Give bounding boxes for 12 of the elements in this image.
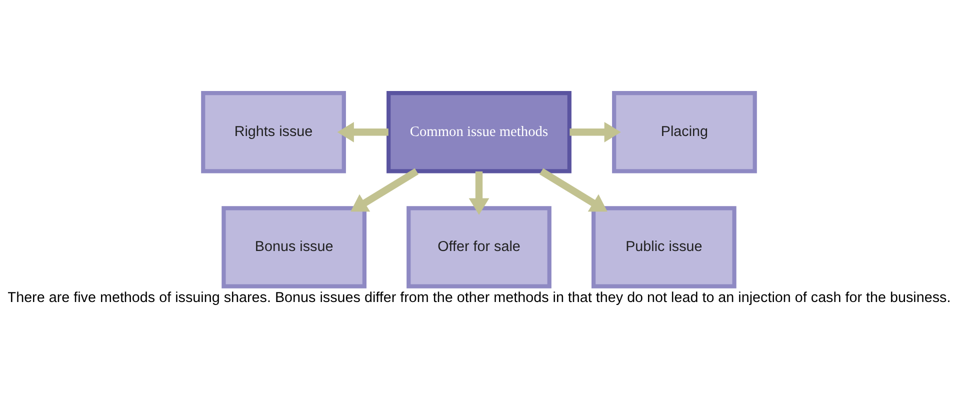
arrow <box>539 168 608 212</box>
caption: There are five methods of issuing shares. Bonus issues differ from the other methods in that they do not lead to an injection of cash for the business. <box>7 290 951 306</box>
node-box: Offer for sale <box>406 206 552 288</box>
arrow <box>570 122 621 142</box>
arrow <box>350 168 419 212</box>
node-box: Bonus issue <box>222 206 366 288</box>
arrow <box>468 171 490 215</box>
node-box: Placing <box>612 91 757 174</box>
node-box: Common issue methods <box>386 91 572 174</box>
arrow <box>337 122 388 142</box>
node-box: Public issue <box>592 206 736 288</box>
node-box: Rights issue <box>201 91 346 174</box>
